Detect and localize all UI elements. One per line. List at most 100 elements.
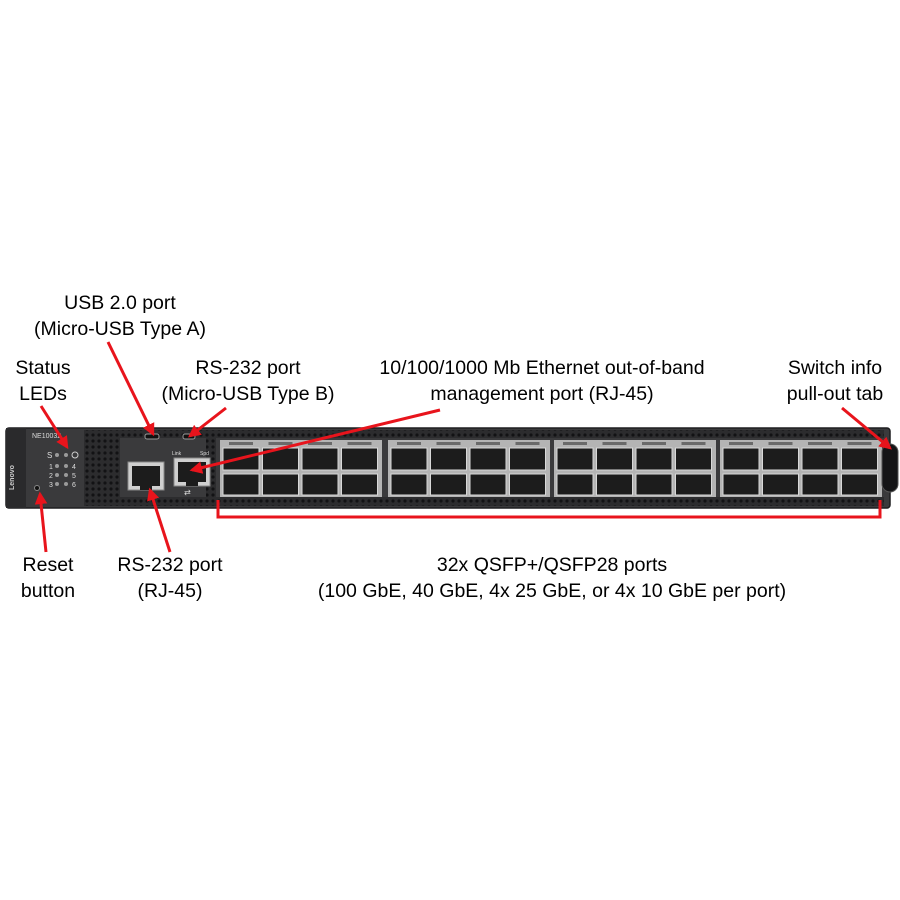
arrow-usb (106, 341, 155, 437)
qsfp-latch (229, 442, 253, 445)
qsfp-port[interactable] (801, 447, 839, 471)
qsfp-port[interactable] (801, 473, 839, 496)
link-label: Link (172, 451, 182, 457)
qsfp-port[interactable] (596, 473, 633, 496)
qsfp-latch (602, 442, 627, 445)
arrow-rs232-rj45 (147, 487, 172, 553)
qsfp-latch (308, 442, 332, 445)
qsfp-latch (515, 442, 540, 445)
led-label-4: 4 (72, 464, 76, 471)
callout-status-line2: LEDs (19, 383, 67, 405)
qsfp-latch (642, 442, 666, 445)
perforated-grille-left (84, 438, 120, 497)
callout-rs232-rj-line1: RS-232 port (117, 554, 223, 576)
switch-info-pull-out-tab[interactable] (881, 443, 899, 493)
qsfp-latch (268, 442, 293, 445)
rs232-rj45-port[interactable] (127, 461, 165, 491)
qsfp-port[interactable] (301, 473, 339, 496)
callout-oob-line2: management port (RJ-45) (430, 383, 654, 405)
network-icon: ⇄ (184, 488, 191, 497)
qsfp-port[interactable] (635, 473, 673, 496)
qsfp-port[interactable] (722, 473, 760, 496)
qsfp-port[interactable] (635, 447, 673, 471)
qsfp-port[interactable] (841, 473, 878, 496)
qsfp-port[interactable] (390, 473, 428, 496)
led-label-6: 6 (72, 482, 76, 489)
callout-status-line1: Status (15, 357, 71, 379)
qsfp-latch (729, 442, 753, 445)
callout-rs232-usb-line1: RS-232 port (195, 357, 301, 379)
qsfp-port[interactable] (469, 473, 507, 496)
reset-button[interactable] (34, 485, 40, 491)
status-led (64, 464, 68, 468)
arrow-status (39, 405, 69, 450)
perforated-grille-top (84, 430, 884, 438)
qsfp-port[interactable] (762, 447, 799, 471)
callout-rs232-rj45: RS-232 port (RJ-45) (100, 552, 240, 604)
callout-status-leds: Status LEDs (0, 355, 86, 407)
callout-qsfp-ports: 32x QSFP+/QSFP28 ports (100 GbE, 40 GbE,… (272, 552, 832, 604)
callout-rs232-usb-line2: (Micro-USB Type B) (161, 383, 335, 405)
qsfp-port[interactable] (222, 473, 260, 496)
qsfp-port[interactable] (675, 447, 712, 471)
led-label-2: 2 (49, 473, 53, 480)
callout-oob-management: 10/100/1000 Mb Ethernet out-of-band mana… (342, 355, 742, 407)
callout-usb-line2: (Micro-USB Type A) (34, 318, 206, 340)
qsfp-port[interactable] (596, 447, 633, 471)
qsfp-port[interactable] (262, 473, 299, 496)
callout-usb-line1: USB 2.0 port (64, 292, 176, 314)
qsfp-bracket (216, 500, 882, 519)
qsfp-latch (681, 442, 706, 445)
status-led (64, 473, 68, 477)
qsfp-latch (476, 442, 500, 445)
qsfp-port[interactable] (556, 447, 594, 471)
status-led-group: S 1 4 2 5 3 6 (47, 451, 79, 489)
qsfp-latch (768, 442, 793, 445)
callout-tab-line2: pull-out tab (786, 383, 884, 405)
status-led (55, 482, 59, 486)
callout-usb-port: USB 2.0 port (Micro-USB Type A) (0, 290, 240, 342)
usb-micro-a-port[interactable] (144, 433, 160, 440)
qsfp-port[interactable] (469, 447, 507, 471)
callout-qsfp-line1: 32x QSFP+/QSFP28 ports (436, 554, 668, 576)
callout-pull-out-tab: Switch info pull-out tab (762, 355, 900, 407)
chassis-left-ear (6, 428, 26, 508)
qsfp-port[interactable] (556, 473, 594, 496)
status-led (64, 482, 68, 486)
qsfp-port[interactable] (430, 447, 467, 471)
qsfp-latch (347, 442, 372, 445)
qsfp-port[interactable] (341, 447, 378, 471)
arrow-oob (189, 408, 441, 474)
qsfp-port[interactable] (509, 447, 546, 471)
qsfp-latch (436, 442, 461, 445)
qsfp-port[interactable] (841, 447, 878, 471)
gear-icon (71, 451, 79, 459)
arrow-tab (841, 406, 892, 450)
callout-reset-line2: button (20, 580, 76, 602)
qsfp-latch (563, 442, 587, 445)
oob-management-port[interactable] (173, 457, 211, 487)
qsfp-port[interactable] (430, 473, 467, 496)
qsfp-port[interactable] (762, 473, 799, 496)
status-led (64, 453, 68, 457)
led-label-1: 1 (49, 464, 53, 471)
callout-tab-line1: Switch info (787, 357, 883, 379)
callout-oob-line1: 10/100/1000 Mb Ethernet out-of-band (379, 357, 705, 379)
qsfp-port[interactable] (301, 447, 339, 471)
arrow-rs232-micro (188, 406, 227, 438)
qsfp-latch (808, 442, 832, 445)
callout-qsfp-line2: (100 GbE, 40 GbE, 4x 25 GbE, or 4x 10 Gb… (317, 580, 787, 602)
qsfp-port[interactable] (390, 447, 428, 471)
qsfp-port[interactable] (722, 447, 760, 471)
qsfp-latch (397, 442, 421, 445)
callout-rs232-micro-usb: RS-232 port (Micro-USB Type B) (138, 355, 358, 407)
status-led (55, 473, 59, 477)
status-led (55, 453, 59, 457)
perforated-grille-mid (206, 438, 216, 497)
qsfp-port[interactable] (675, 473, 712, 496)
brand-label: Lenovo (9, 465, 16, 490)
qsfp-port[interactable] (509, 473, 546, 496)
qsfp-port[interactable] (341, 473, 378, 496)
